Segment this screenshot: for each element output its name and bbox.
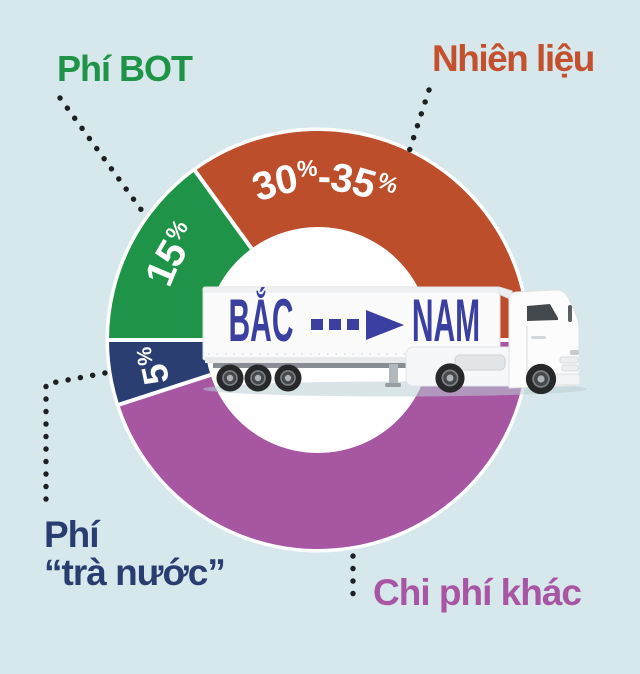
trailer-wheel <box>215 363 245 393</box>
trailer-support-leg <box>389 364 398 385</box>
callout-connectors <box>43 87 432 600</box>
connector-dotted-line-phi-bot <box>57 95 148 218</box>
tractor-rear-wheel <box>434 362 466 394</box>
label-phi-tra-nuoc: Phí “trà nước” <box>44 514 226 593</box>
truck-origin-text: BẮC <box>229 285 294 355</box>
cab-step-lower <box>561 364 579 372</box>
segment-phi-bot <box>109 170 252 340</box>
cab-step-upper <box>559 356 579 364</box>
trailer-support-foot <box>385 383 401 387</box>
label-phi-bot: Phí BOT <box>57 48 193 89</box>
truck-destination-text: NAM <box>412 288 480 355</box>
value-label-phi-tra-nuoc: 5% <box>133 345 177 388</box>
cab-window <box>527 304 558 321</box>
label-phi-tra-nuoc-line2: “trà nước” <box>44 552 226 593</box>
fuel-tank <box>454 354 506 371</box>
connector-dotted-line-phi-tra-nuoc <box>43 370 108 511</box>
trailer-skirt <box>205 357 498 363</box>
label-nhien-lieu: Nhiên liệu <box>432 38 595 79</box>
tractor-front-wheel <box>525 363 557 395</box>
connector-dotted-line-nhien-lieu <box>406 87 432 155</box>
label-phi-tra-nuoc-line1: Phí <box>44 514 100 555</box>
trailer-top-edge <box>204 288 499 293</box>
segment-separator <box>191 167 254 250</box>
side-mirror <box>568 305 572 322</box>
trailer-chassis-rail <box>213 363 497 368</box>
trailer-wheel <box>273 363 303 393</box>
trailer-wheel <box>243 363 273 393</box>
segment-phi-tra-nuoc <box>109 340 211 405</box>
door-handle <box>531 336 546 339</box>
segment-separator <box>115 373 212 408</box>
headlight <box>570 350 579 355</box>
truck-illustration: BẮC NAM <box>202 285 587 397</box>
dashed-arrow-icon <box>311 310 404 340</box>
front-bumper <box>553 373 581 386</box>
label-chi-phi-khac: Chi phí khác <box>373 572 582 613</box>
